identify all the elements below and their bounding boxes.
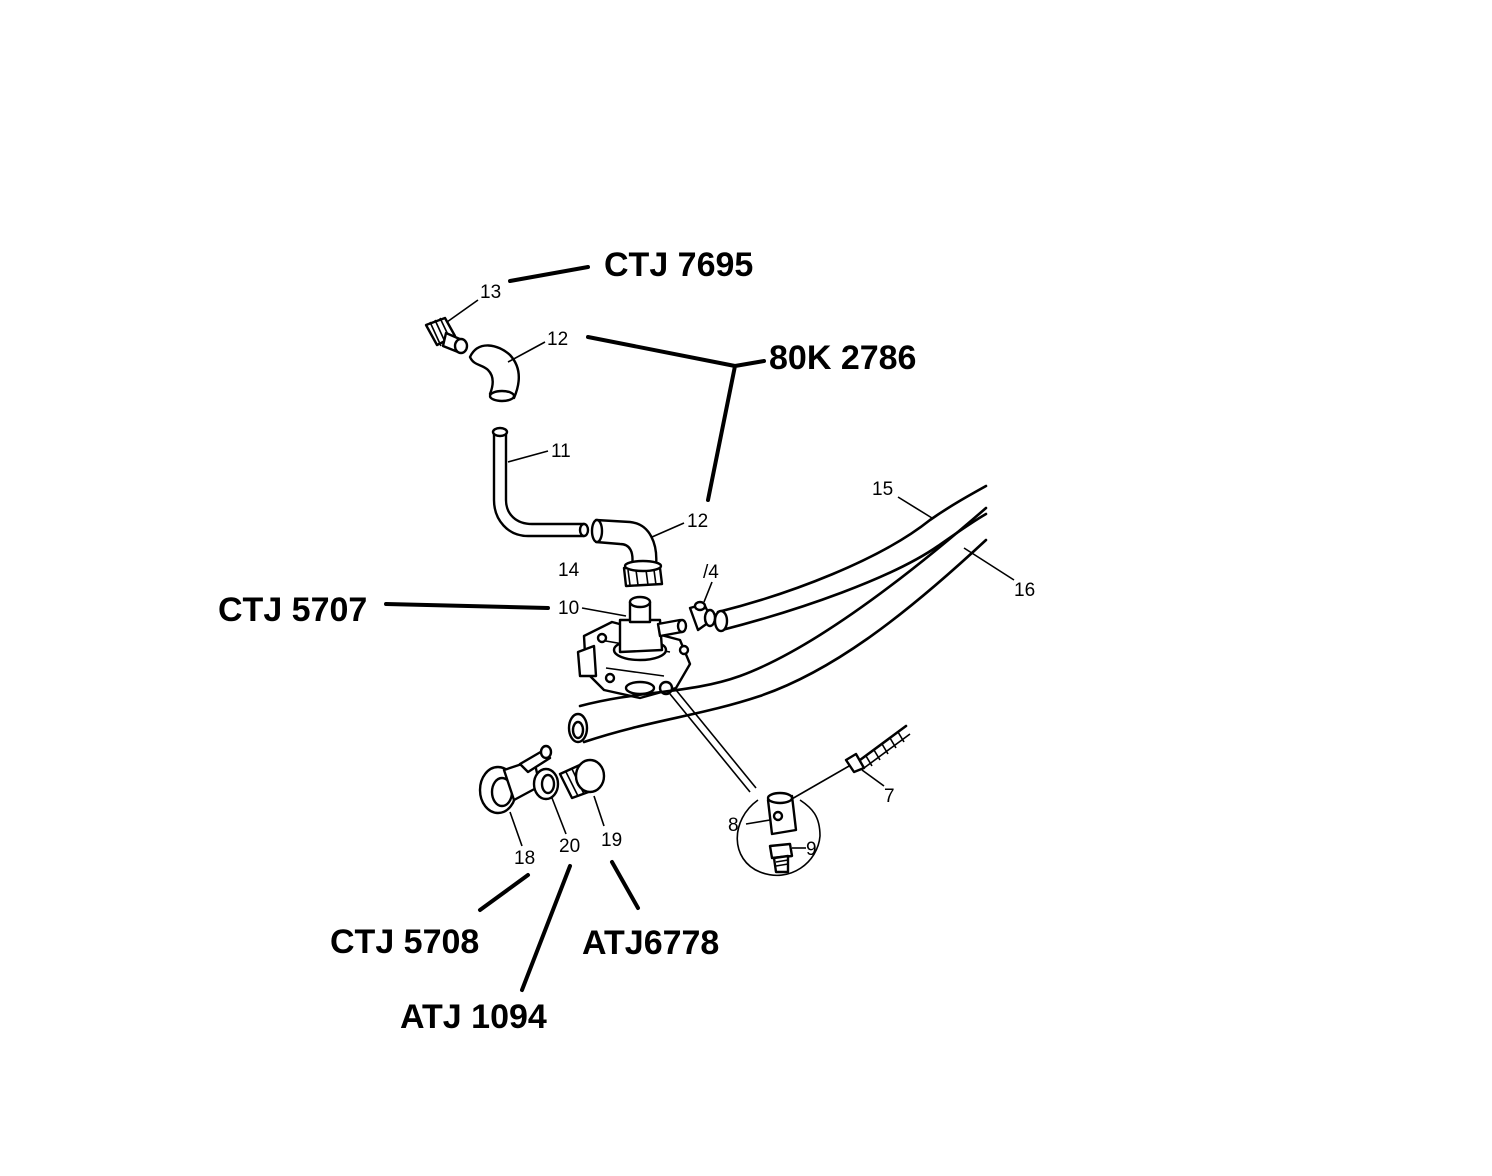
callout-7: 7 [884,786,895,807]
part-number-80k-2786: 80K 2786 [769,339,916,377]
leader-13 [446,299,479,323]
callout-18: 18 [514,848,535,869]
part-20-washer [532,767,560,801]
leader-14-right [703,581,713,603]
leader-15 [897,496,933,519]
part-19-nut [558,758,606,800]
part-16-heater-hose [567,506,988,744]
part-14-hose-clip-right [688,600,717,632]
callout-8: 8 [728,815,739,836]
part-number-ctj-7695: CTJ 7695 [604,246,753,284]
leader-atj6778 [610,860,640,910]
callout-14-left: 14 [558,560,580,581]
leader-7 [861,769,885,787]
leader-16 [963,547,1015,581]
part-11-pipe [491,426,590,538]
part-number-ctj-5708: CTJ 5708 [330,923,479,961]
part-18-control-knob [478,744,553,815]
leader-8 [745,819,771,825]
callout-14-right: /4 [703,562,719,583]
part-14-hose-clip-left [622,559,664,588]
part-10-heater-valve [576,595,692,700]
leader-11 [507,450,549,463]
callout-9: 9 [806,839,817,860]
part-15-heater-hose [713,484,988,633]
callout-13: 13 [480,282,501,303]
callout-15: 15 [872,479,893,500]
callout-19: 19 [601,830,622,851]
leader-ctj-5707 [384,602,550,610]
detail-circle [736,799,821,877]
leader-10 [581,607,627,617]
callout-20: 20 [559,836,580,857]
leader-80k-2786 [586,335,766,502]
leader-12-top [507,341,546,363]
part-number-atj-1094: ATJ 1094 [400,998,547,1036]
callout-10: 10 [558,598,579,619]
leader-atj-1094 [520,864,572,992]
callout-16: 16 [1014,580,1035,601]
part-13-fitting [424,316,469,355]
leader-18 [509,811,523,847]
callout-11: 11 [551,441,571,462]
leader-12-lower [651,522,685,538]
leader-20 [551,797,567,835]
part-12-elbow-hose-top [468,344,520,403]
part-number-ctj-5707: CTJ 5707 [218,591,367,629]
part-8-trunnion [766,791,798,836]
leader-ctj-7695 [508,265,590,283]
part-9-screw [768,842,794,874]
part-number-atj6778: ATJ6778 [582,924,719,962]
leader-19 [593,795,605,827]
part-12-elbow-hose-lower [590,518,658,568]
leader-ctj-5708 [478,873,530,912]
callout-12-lower: 12 [687,511,708,532]
callout-12-top: 12 [547,329,568,350]
part-7-control-cable [669,689,911,801]
